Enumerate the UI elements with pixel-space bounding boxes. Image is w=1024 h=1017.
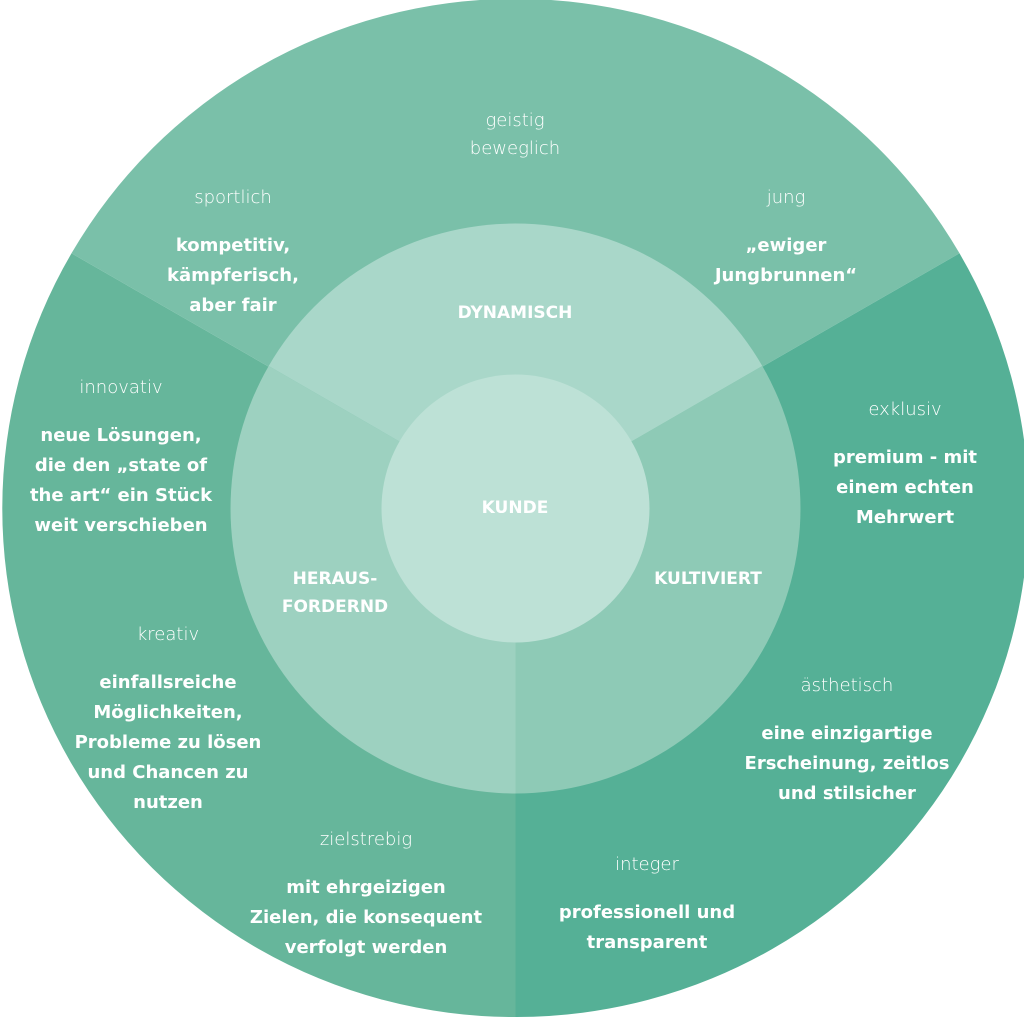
trait-label: zielstrebig xyxy=(319,829,413,850)
trait-aesthetisch: ästhetisch eine einzigartige Erscheinung… xyxy=(727,653,967,828)
center-circle xyxy=(381,374,650,643)
trait-integer: integer professionell und transparent xyxy=(537,832,757,977)
segment-label-dynamisch: DYNAMISCH xyxy=(457,303,573,323)
trait-description: „ewiger Jungbrunnen“ xyxy=(714,235,858,286)
trait-label: geistig beweglich xyxy=(469,110,561,159)
trait-zielstrebig: zielstrebig mit ehrgeizigen Zielen, die … xyxy=(235,807,497,982)
segment-label-herausfordernd: HERAUS- FORDERND xyxy=(281,569,389,617)
trait-label: integer xyxy=(615,854,679,875)
trait-label: sportlich xyxy=(194,187,272,208)
trait-description: einfallsreiche Möglichkeiten, Probleme z… xyxy=(74,672,262,813)
trait-description: mit ehrgeizigen Zielen, die konsequent v… xyxy=(249,877,483,958)
trait-description: kompetitiv, kämpferisch, aber fair xyxy=(167,235,299,316)
trait-label: innovativ xyxy=(79,377,163,398)
trait-description: neue Lösungen, die den „state of the art… xyxy=(29,425,213,536)
segment-label-kultiviert: KULTIVIERT xyxy=(654,569,762,589)
trait-description: premium - mit einem echten Mehrwert xyxy=(833,447,977,528)
trait-label: kreativ xyxy=(136,624,200,645)
trait-exklusiv: exklusiv premium - mit einem echten Mehr… xyxy=(795,377,1015,552)
trait-label: jung xyxy=(766,187,806,208)
trait-label: exklusiv xyxy=(868,399,942,420)
trait-description: eine einzigartige Erscheinung, zeitlos u… xyxy=(744,723,950,804)
trait-sportlich: sportlich kompetitiv, kämpferisch, aber … xyxy=(133,165,333,340)
trait-description: professionell und transparent xyxy=(558,902,736,953)
trait-label: ästhetisch xyxy=(800,675,894,696)
trait-geistig: geistig beweglich xyxy=(415,88,615,182)
trait-innovativ: innovativ neue Lösungen, die den „state … xyxy=(10,355,232,560)
trait-jung: jung „ewiger Jungbrunnen“ xyxy=(686,165,886,310)
trait-kreativ: kreativ einfallsreiche Möglichkeiten, Pr… xyxy=(48,602,288,837)
middle-sector-dynamisch xyxy=(268,223,763,509)
center-label: KUNDE xyxy=(481,498,549,518)
